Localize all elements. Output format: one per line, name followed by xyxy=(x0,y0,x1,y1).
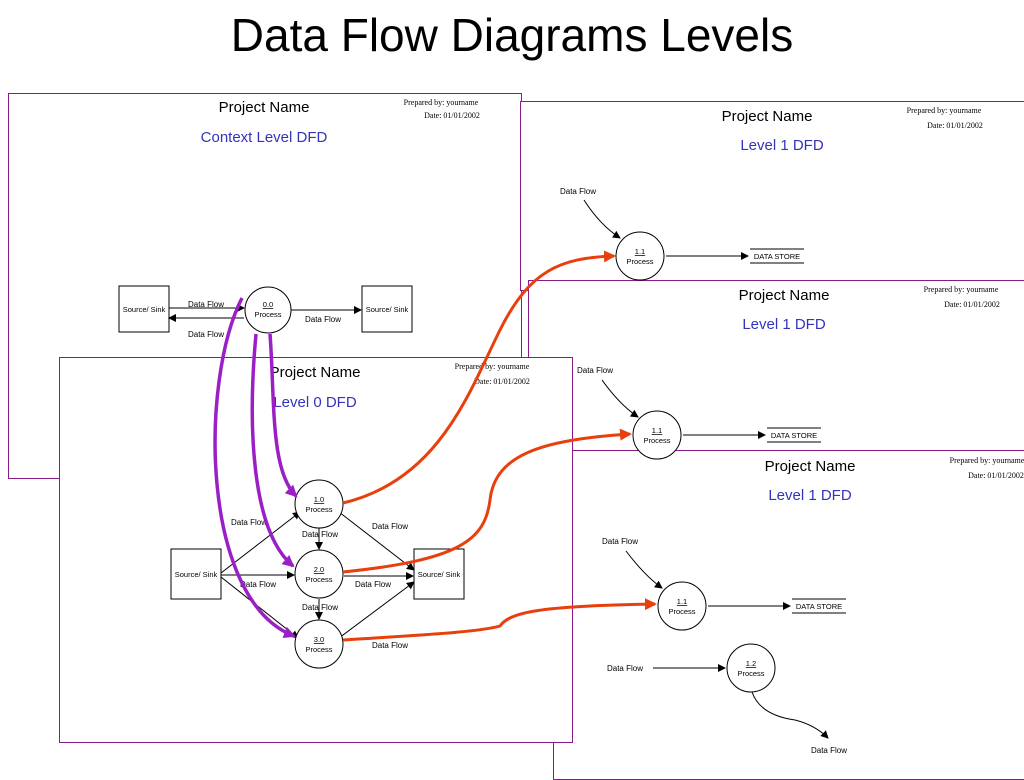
level1b-process xyxy=(632,410,682,460)
level1a-date: Date: 01/01/2002 xyxy=(927,121,983,130)
level0-process-2-id: 2.0 xyxy=(314,565,324,574)
level1a-subtitle: Level 1 DFD xyxy=(740,137,824,154)
level0-flow-label-6: Data Flow xyxy=(302,603,338,612)
level0-page-content: Project Name Level 0 DFD Prepared by: yo… xyxy=(170,362,530,669)
context-page-content: Project Name Context Level DFD Prepared … xyxy=(118,98,480,339)
level1c-process-1-id: 1.1 xyxy=(677,597,687,606)
context-project-name: Project Name xyxy=(219,99,310,116)
context-prepared-by: Prepared by: yourname xyxy=(404,98,479,107)
level1c-process-1-label: Process xyxy=(668,607,695,616)
page-level1-b xyxy=(528,280,1024,455)
level1b-prepared-by: Prepared by: yourname xyxy=(924,285,999,294)
context-date: Date: 01/01/2002 xyxy=(424,111,480,120)
red-arrow-p2-to-level1b xyxy=(342,428,632,574)
level1b-subtitle: Level 1 DFD xyxy=(742,316,826,333)
level0-process-3 xyxy=(294,619,344,669)
level1c-date: Date: 01/01/2002 xyxy=(968,471,1024,480)
level0-process-2 xyxy=(294,549,344,599)
level1b-date: Date: 01/01/2002 xyxy=(944,300,1000,309)
red-arrow-p3-to-level1c xyxy=(342,598,657,642)
level1c-flow-in xyxy=(625,550,663,589)
level0-subtitle: Level 0 DFD xyxy=(273,394,357,411)
level0-project-name: Project Name xyxy=(270,364,361,381)
context-flow-label-3: Data Flow xyxy=(305,315,341,324)
level1c-prepared-by: Prepared by: yourname xyxy=(950,456,1024,465)
level1a-page-content: Project Name Level 1 DFD Prepared by: yo… xyxy=(560,106,983,281)
level1b-data-store: DATA STORE xyxy=(771,431,817,440)
slide-title: Data Flow Diagrams Levels xyxy=(230,9,794,61)
level1c-page-content: Project Name Level 1 DFD Prepared by: yo… xyxy=(602,456,1024,755)
level1a-process xyxy=(615,231,665,281)
level0-process-3-label: Process xyxy=(305,645,332,654)
purple-arrow-to-p3 xyxy=(213,297,296,639)
level1a-flow-in xyxy=(583,199,621,239)
level0-process-3-id: 3.0 xyxy=(314,635,324,644)
level1a-process-label: Process xyxy=(626,257,653,266)
context-source-sink-right xyxy=(361,285,413,333)
level0-flow-label-1: Data Flow xyxy=(231,518,267,527)
level0-flow-label-4: Data Flow xyxy=(240,580,276,589)
level1c-data-store: DATA STORE xyxy=(796,602,842,611)
level1c-flow-out-2 xyxy=(751,691,829,739)
level1c-flow-label-out-2: Data Flow xyxy=(811,746,847,755)
purple-arrow-to-p1 xyxy=(268,333,298,498)
level1a-data-store: DATA STORE xyxy=(754,252,800,261)
context-flow-label-2: Data Flow xyxy=(188,330,224,339)
level0-process-1 xyxy=(294,479,344,529)
red-connectors xyxy=(342,250,657,642)
level0-source-sink-left xyxy=(170,548,222,600)
level0-flow-p1-sink xyxy=(338,511,415,571)
context-flow-label-1: Data Flow xyxy=(188,300,224,309)
level0-flow-p3-sink xyxy=(338,581,415,639)
level0-flow-label-2: Data Flow xyxy=(302,530,338,539)
level0-process-2-label: Process xyxy=(305,575,332,584)
context-process-label: Process xyxy=(254,310,281,319)
level1a-flow-label-in: Data Flow xyxy=(560,187,596,196)
level1c-flow-label-in: Data Flow xyxy=(602,537,638,546)
level1b-flow-in xyxy=(601,379,639,418)
level1b-page-content: Project Name Level 1 DFD Prepared by: yo… xyxy=(577,285,1000,460)
level1c-subtitle: Level 1 DFD xyxy=(768,487,852,504)
level0-flow-label-5: Data Flow xyxy=(355,580,391,589)
context-source-sink-left xyxy=(118,285,170,333)
level0-source-sink-right-label: Source/ Sink xyxy=(418,570,461,579)
context-subtitle: Context Level DFD xyxy=(201,129,328,146)
level0-prepared-by: Prepared by: yourname xyxy=(455,362,530,371)
purple-arrow-to-p2 xyxy=(250,333,295,568)
context-process-id: 0.0 xyxy=(263,300,273,309)
level1c-process-2-id: 1.2 xyxy=(746,659,756,668)
purple-connectors xyxy=(213,297,298,639)
level1c-process-1 xyxy=(657,581,707,631)
level1b-flow-label-in: Data Flow xyxy=(577,366,613,375)
level1c-flow-label-in-2: Data Flow xyxy=(607,664,643,673)
level0-flow-label-7: Data Flow xyxy=(372,641,408,650)
level1b-process-id: 1.1 xyxy=(652,426,662,435)
level1a-process-id: 1.1 xyxy=(635,247,645,256)
level0-source-sink-left-label: Source/ Sink xyxy=(175,570,218,579)
level0-process-1-label: Process xyxy=(305,505,332,514)
level0-process-1-id: 1.0 xyxy=(314,495,324,504)
level1b-process-label: Process xyxy=(643,436,670,445)
red-arrow-p1-to-level1a xyxy=(342,250,616,505)
level1a-prepared-by: Prepared by: yourname xyxy=(907,106,982,115)
context-source-sink-left-label: Source/ Sink xyxy=(123,305,166,314)
level1a-project-name: Project Name xyxy=(722,108,813,125)
page-level1-c xyxy=(553,450,1024,780)
level0-flow-label-3: Data Flow xyxy=(372,522,408,531)
level0-source-sink-right xyxy=(413,548,465,600)
context-source-sink-right-label: Source/ Sink xyxy=(366,305,409,314)
level1c-process-2 xyxy=(726,643,776,693)
level1b-project-name: Project Name xyxy=(739,287,830,304)
level0-date: Date: 01/01/2002 xyxy=(474,377,530,386)
level1c-project-name: Project Name xyxy=(765,458,856,475)
level1c-process-2-label: Process xyxy=(737,669,764,678)
